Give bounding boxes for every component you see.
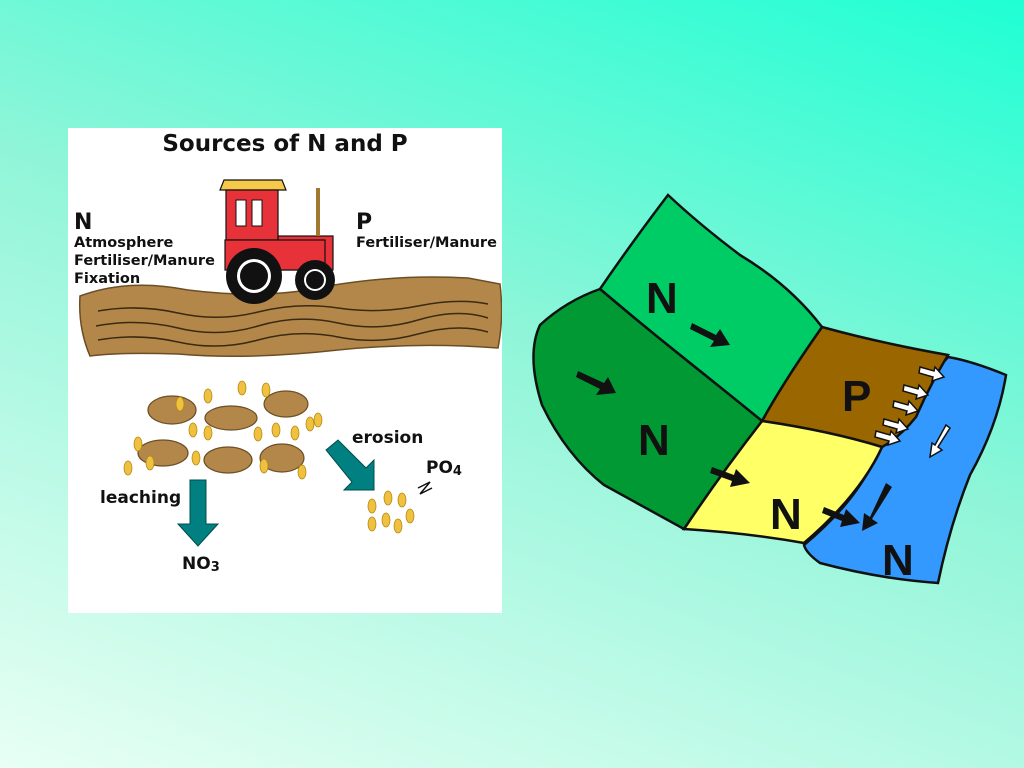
no3-label: NO3 (182, 554, 220, 575)
eroded-particles (367, 490, 415, 534)
phosphorus-flow-arrows (874, 365, 952, 459)
p-source-fertiliser: Fertiliser/Manure (356, 235, 497, 251)
top-field-label: N (646, 274, 678, 323)
left-field (532, 287, 764, 531)
leaching-label: leaching (100, 488, 182, 508)
sources-panel: Sources of N and P N Atmosphere Fertilis… (68, 128, 502, 613)
squiggle-icon (417, 481, 433, 495)
nitrogen-flow-arrows (576, 323, 892, 531)
yellow-field-label: N (770, 490, 802, 539)
leaching-arrow (176, 479, 220, 547)
po4-label: PO4 (426, 458, 462, 479)
n-source-heading: N (74, 210, 93, 235)
erosion-label: erosion (352, 428, 424, 448)
tractor-exhaust (316, 188, 320, 236)
panel-title: Sources of N and P (162, 131, 408, 157)
left-field-label: N (638, 416, 670, 465)
n-source-fertiliser: Fertiliser/Manure (74, 253, 215, 269)
sources-illustration (78, 179, 502, 547)
soil-strip (78, 276, 502, 357)
erosion-arrow (325, 439, 375, 491)
n-source-fixation: Fixation (74, 271, 141, 287)
phosphate-particles (123, 380, 323, 480)
water-body-label: N (882, 536, 914, 585)
tractor (219, 179, 335, 304)
p-source-heading: P (356, 210, 373, 235)
phosphorus-field-label: P (842, 372, 871, 421)
catchment-map: N N P N N (532, 193, 1008, 585)
soil-clumps (137, 390, 309, 474)
soil-furrows (95, 300, 489, 347)
n-source-atmosphere: Atmosphere (74, 235, 174, 251)
tractor-roof (219, 179, 287, 191)
